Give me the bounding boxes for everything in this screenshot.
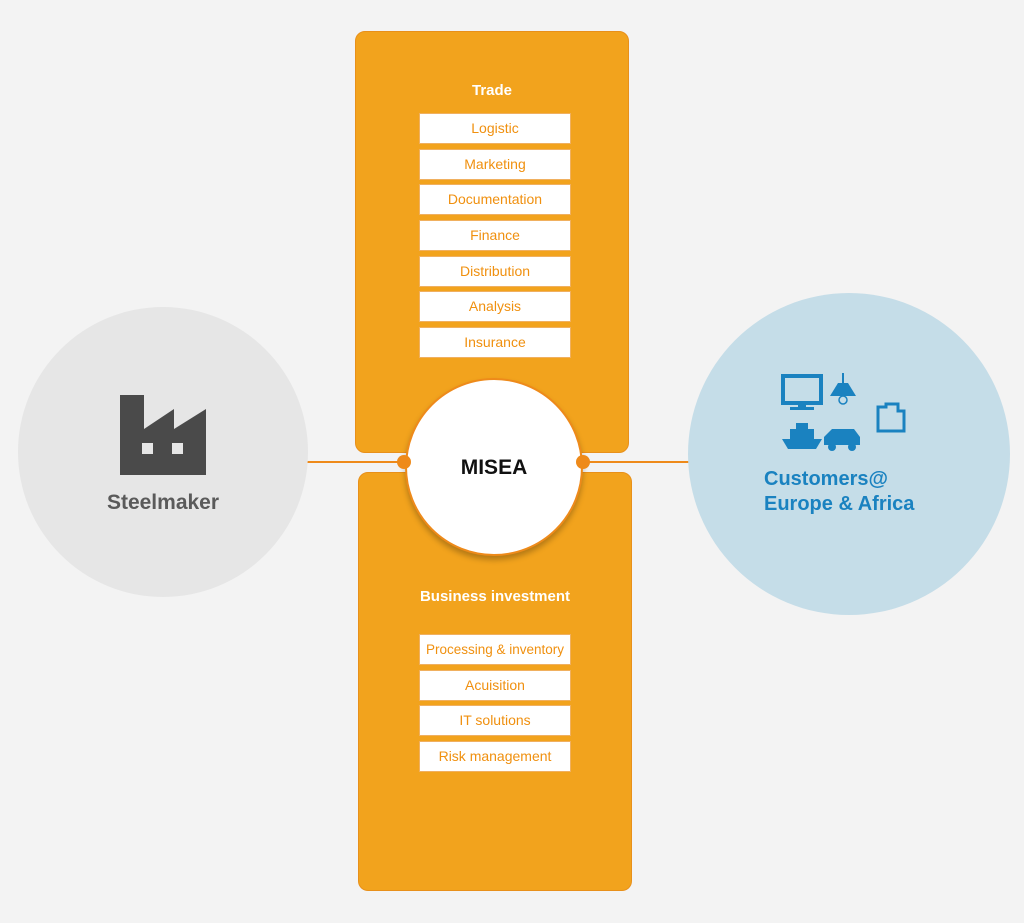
trade-item: Insurance <box>419 327 571 358</box>
customers-line1: Customers@ <box>764 468 888 490</box>
trade-item: Marketing <box>419 149 571 180</box>
factory-icon <box>120 395 206 475</box>
connector-left <box>300 461 410 463</box>
building-icon <box>876 402 906 433</box>
trade-item: Finance <box>419 220 571 251</box>
trade-item: Documentation <box>419 184 571 215</box>
customers-node: Customers@ Europe & Africa <box>688 293 1010 615</box>
ship-icon <box>782 423 822 449</box>
trade-item: Analysis <box>419 291 571 322</box>
misea-label: MISEA <box>460 456 528 479</box>
misea-node: MISEA <box>405 378 583 556</box>
trade-title: Trade <box>471 82 513 99</box>
customers-line2: Europe & Africa <box>764 493 915 515</box>
trade-panel: Trade Logistic Marketing Documentation F… <box>355 31 629 453</box>
customers-label: Customers@ Europe & Africa <box>764 467 914 517</box>
investment-item: Risk management <box>419 741 571 772</box>
investment-item: Processing & inventory <box>419 634 571 665</box>
trade-item: Logistic <box>419 113 571 144</box>
connector-right <box>580 461 695 463</box>
steelmaker-node: Steelmaker <box>18 307 308 597</box>
investment-title: Business investment <box>419 588 571 605</box>
monitor-icon <box>781 374 823 410</box>
steelmaker-label: Steelmaker <box>106 491 220 514</box>
connector-dot-left <box>397 455 411 469</box>
customer-icons <box>781 373 906 451</box>
investment-item: IT solutions <box>419 705 571 736</box>
trade-item: Distribution <box>419 256 571 287</box>
connector-dot-right <box>576 455 590 469</box>
investment-item: Acuisition <box>419 670 571 701</box>
lamp-icon <box>830 373 856 405</box>
car-icon <box>824 429 860 451</box>
